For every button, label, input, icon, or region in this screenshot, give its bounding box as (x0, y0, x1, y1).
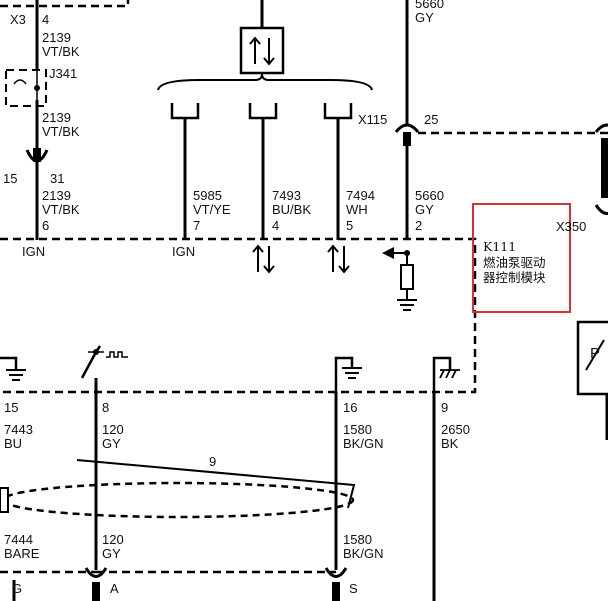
connector-x115-25 (394, 123, 420, 133)
circuit-label: 1580 (343, 532, 372, 547)
pin-label: 8 (102, 400, 109, 415)
circuit-label: 120 (102, 532, 124, 547)
color-label: GY (102, 436, 121, 451)
module-name-line1: 燃油泵驱动 (483, 255, 546, 270)
resistor (400, 264, 414, 290)
bidirectional-arrow-icon (249, 36, 275, 66)
ground-icon (342, 367, 362, 379)
circuit-label: 2139 (42, 30, 71, 45)
pin-label: 15 (4, 400, 18, 415)
circuit-label: 2139 (42, 110, 71, 125)
jumper-id: J341 (49, 66, 77, 81)
shield-number: 9 (209, 454, 216, 469)
connector-letter: G (12, 581, 22, 596)
connector-letter: A (110, 581, 119, 596)
pin-label: 5 (346, 218, 353, 233)
module-highlight (472, 203, 571, 313)
connector-letter: S (349, 581, 358, 596)
pin-label: 4 (42, 12, 49, 27)
connector-x3-id: X3 (10, 12, 26, 27)
jumper-j341 (5, 69, 47, 107)
color-label: VT/BK (42, 202, 80, 217)
circuit-label: 7494 (346, 188, 375, 203)
pin-label: 16 (343, 400, 357, 415)
input-arrow-icon (382, 247, 394, 259)
module-id: K111 (483, 239, 516, 254)
bidirectional-arrow-icon (327, 244, 350, 274)
data-link-box (239, 26, 285, 75)
color-label: VT/YE (193, 202, 231, 217)
splice-dot (34, 85, 40, 91)
color-label: BARE (4, 546, 40, 561)
bracket-brace (157, 73, 373, 91)
pin-label: 25 (424, 112, 438, 127)
circuit-label: 7444 (4, 532, 33, 547)
ign-tag: IGN (172, 244, 195, 259)
connector-right-bottom (594, 204, 608, 215)
color-label: BK (441, 436, 459, 451)
pin-label: 15 (3, 171, 17, 186)
circuit-label: 120 (102, 422, 124, 437)
shield-drain (76, 459, 356, 509)
pin-label: 9 (441, 400, 448, 415)
pin-label: 2 (415, 218, 422, 233)
pin-label: 7 (193, 218, 200, 233)
circuit-label: 1580 (343, 422, 372, 437)
color-label: BU (4, 436, 22, 451)
circuit-label: 5660 (415, 0, 444, 11)
jumper-symbol (13, 70, 38, 100)
pin-label: 6 (42, 218, 49, 233)
color-label: BK/GN (343, 546, 383, 561)
circuit-label: 5660 (415, 188, 444, 203)
connector-x115-id: X115 (358, 112, 387, 127)
color-label: BU/BK (272, 202, 311, 217)
circuit-label: 7493 (272, 188, 301, 203)
color-label: GY (415, 10, 434, 25)
ign-tag: IGN (22, 244, 45, 259)
circuit-label: 7443 (4, 422, 33, 437)
connector-s (324, 567, 348, 578)
ground-icon (397, 289, 417, 311)
pin-label: 31 (50, 171, 64, 186)
circuit-label: 5985 (193, 188, 222, 203)
color-label: GY (102, 546, 121, 561)
color-label: GY (415, 202, 434, 217)
pin-31 (33, 148, 41, 162)
pin-label: 4 (272, 218, 279, 233)
module-k111-boundary (0, 237, 477, 394)
connector-right-top (594, 123, 608, 133)
component-letter: P (590, 345, 600, 362)
shield-ellipse (1, 481, 355, 519)
module-name-line2: 器控制模块 (483, 270, 546, 285)
right-wire-segment (601, 138, 608, 198)
connector-a (84, 567, 108, 578)
connector-box-top (0, 0, 130, 8)
color-label: BK/GN (343, 436, 383, 451)
chassis-ground-icon (439, 369, 460, 379)
circuit-label: 2650 (441, 422, 470, 437)
ground-icon (6, 369, 26, 381)
circuit-label: 2139 (42, 188, 71, 203)
color-label: VT/BK (42, 44, 80, 59)
color-label: WH (346, 202, 368, 217)
connector-x350-id: X350 (556, 219, 586, 234)
pin-25 (403, 132, 411, 146)
bidirectional-arrow-icon (252, 244, 275, 274)
color-label: VT/BK (42, 124, 80, 139)
